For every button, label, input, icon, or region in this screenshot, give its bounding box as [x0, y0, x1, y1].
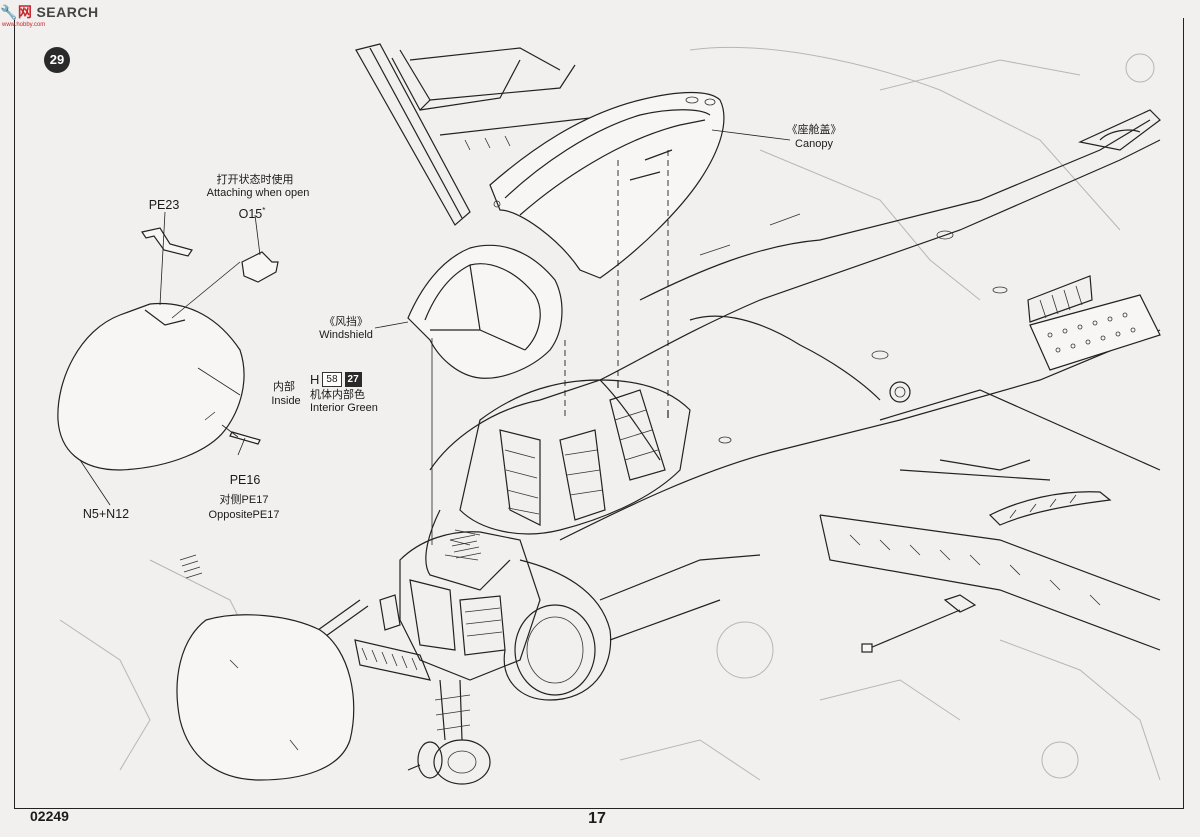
nose-section: [317, 531, 761, 785]
paint-callout: H 58 27: [310, 372, 362, 387]
nose-half-part: [57, 302, 245, 471]
watermark-url: www.hobby.com: [2, 22, 46, 28]
wing-fragment-left: [355, 43, 591, 226]
wing-right: [819, 389, 1161, 653]
opposite-label-en: OppositePE17: [208, 509, 280, 521]
paint-letter: H: [310, 372, 320, 387]
o15-label: O15*: [238, 206, 266, 222]
canopy-part: [489, 91, 725, 279]
nose-cone-part: [176, 614, 355, 781]
inside-label-cn: 内部: [273, 381, 295, 393]
windshield-label-en: Windshield: [319, 329, 373, 341]
windshield-part: [407, 244, 563, 379]
pe16-label: PE16: [229, 473, 261, 487]
ghost-bleed-through: [59, 46, 1161, 781]
paint-code-a: 58: [322, 372, 342, 387]
panel-holes: [1047, 312, 1136, 353]
pe23-label: PE23: [148, 198, 180, 212]
attach-label-en: Attaching when open: [206, 187, 310, 199]
cockpit-area: [179, 379, 691, 591]
canopy-label-en: Canopy: [795, 138, 833, 150]
page-number: 17: [588, 810, 606, 827]
paint-name-en: Interior Green: [310, 402, 378, 414]
canopy-label-cn: 《座舱盖》: [786, 124, 842, 136]
pe23-part: [141, 227, 193, 257]
paint-code-b: 27: [344, 372, 362, 387]
assembly-guides: [564, 150, 669, 420]
attach-label-cn: 打开状态时使用: [216, 174, 294, 186]
opposite-label-cn: 对侧PE17: [219, 494, 269, 506]
step-number-badge: 29: [44, 47, 70, 73]
paint-name-cn: 机体内部色: [310, 389, 365, 401]
fuselage: [429, 109, 1161, 541]
kit-code: 02249: [30, 808, 69, 824]
page-frame: [14, 18, 1184, 809]
inside-label-en: Inside: [271, 395, 301, 407]
leader-lines: [79, 129, 791, 545]
n5n12-label: N5+N12: [82, 507, 130, 521]
o15-part: [241, 251, 279, 283]
windshield-label-cn: 《风挡》: [324, 316, 368, 328]
